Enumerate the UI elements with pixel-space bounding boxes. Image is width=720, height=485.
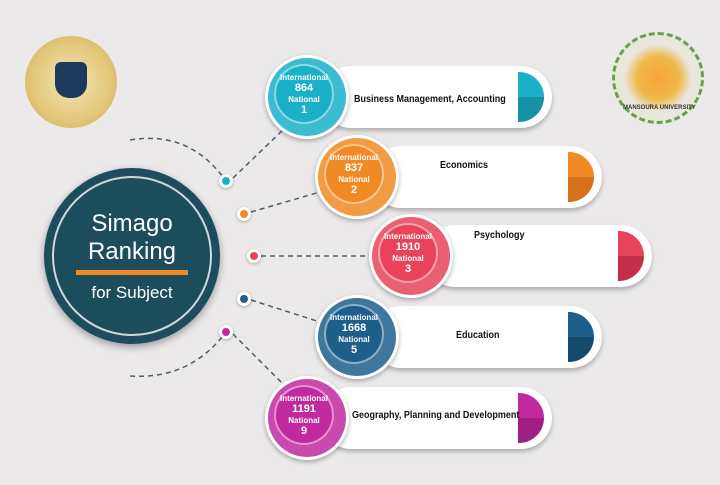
subject-name: Geography, Planning and Development	[352, 410, 520, 421]
subject-card-psychology	[424, 225, 652, 287]
international-label: International	[329, 313, 378, 322]
rank-badge: International 1668 National 5	[315, 295, 399, 379]
card-cap	[568, 152, 594, 202]
national-label: National	[288, 416, 320, 425]
international-label: International	[279, 73, 328, 82]
subject-name: Economics	[440, 160, 489, 171]
national-rank: 5	[350, 344, 358, 356]
card-cap	[518, 72, 544, 122]
subject-card-business-management-accounting	[320, 66, 552, 128]
national-label: National	[288, 95, 320, 104]
international-label: International	[279, 394, 328, 403]
left-university-logo	[25, 36, 117, 128]
subject-name: Education	[456, 330, 500, 341]
title-underline	[76, 269, 188, 275]
international-rank: 1910	[395, 241, 421, 253]
card-cap	[618, 231, 644, 281]
subject-card-economics	[370, 146, 602, 208]
international-label: International	[329, 153, 378, 162]
subject-card-education	[370, 306, 602, 368]
subject-name: Business Management, Accounting	[354, 94, 506, 105]
national-rank: 9	[300, 425, 308, 437]
connector-dot	[237, 292, 251, 306]
card-cap	[518, 393, 544, 443]
national-label: National	[392, 254, 424, 263]
rank-badge: International 1910 National 3	[369, 214, 453, 298]
mansoura-university-logo: MANSOURA UNIVERSITY	[612, 32, 704, 124]
national-label: National	[338, 335, 370, 344]
connector-dot	[237, 207, 251, 221]
national-rank: 2	[350, 184, 358, 196]
international-rank: 864	[294, 82, 314, 94]
subject-card-geography-planning-and-development	[320, 387, 552, 449]
national-label: National	[338, 175, 370, 184]
subject-name: Psychology	[474, 230, 525, 241]
graduation-cap-icon	[55, 62, 87, 98]
national-rank: 1	[300, 104, 308, 116]
national-rank: 3	[404, 263, 412, 275]
connector-dot	[219, 174, 233, 188]
card-cap	[568, 312, 594, 362]
title-line-2: Ranking	[87, 237, 177, 265]
international-rank: 837	[344, 162, 364, 174]
international-rank: 1668	[341, 322, 367, 334]
simago-ranking-circle: Simago Ranking for Subject	[44, 168, 220, 344]
rank-badge: International 837 National 2	[315, 135, 399, 219]
connector-dot	[247, 249, 261, 263]
title-line-1: Simago	[91, 209, 173, 237]
connector-dot	[219, 325, 233, 339]
title-line-3: for Subject	[91, 282, 173, 302]
rank-badge: International 1191 National 9	[265, 376, 349, 460]
international-label: International	[383, 232, 432, 241]
international-rank: 1191	[292, 403, 316, 415]
rank-badge: International 864 National 1	[265, 55, 349, 139]
